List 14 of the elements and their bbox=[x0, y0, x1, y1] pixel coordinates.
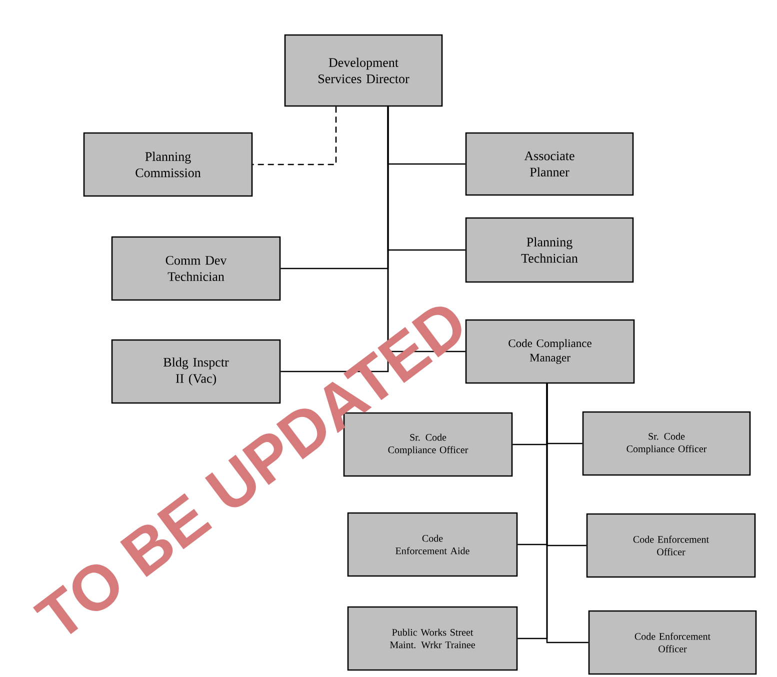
connector-line bbox=[546, 384, 588, 644]
position-box: Public Works Street Maint. Wrkr Trainee bbox=[347, 606, 518, 671]
position-box: Planning Commission bbox=[83, 132, 253, 197]
position-box: Code Enforcement Aide bbox=[347, 512, 518, 577]
position-box: Code Enforcement Officer bbox=[586, 513, 756, 578]
position-box: Planning Technician bbox=[465, 217, 634, 283]
position-box: Code Enforcement Officer bbox=[588, 610, 757, 675]
connector-line bbox=[280, 106, 389, 372]
position-box: Development Services Director bbox=[284, 34, 443, 107]
position-box: Comm Dev Technician bbox=[111, 236, 281, 301]
position-box: Code Compliance Manager bbox=[465, 319, 635, 384]
connector-line bbox=[252, 106, 337, 166]
position-box: Sr. Code Compliance Officer bbox=[582, 411, 751, 476]
position-box: Associate Planner bbox=[465, 132, 634, 196]
